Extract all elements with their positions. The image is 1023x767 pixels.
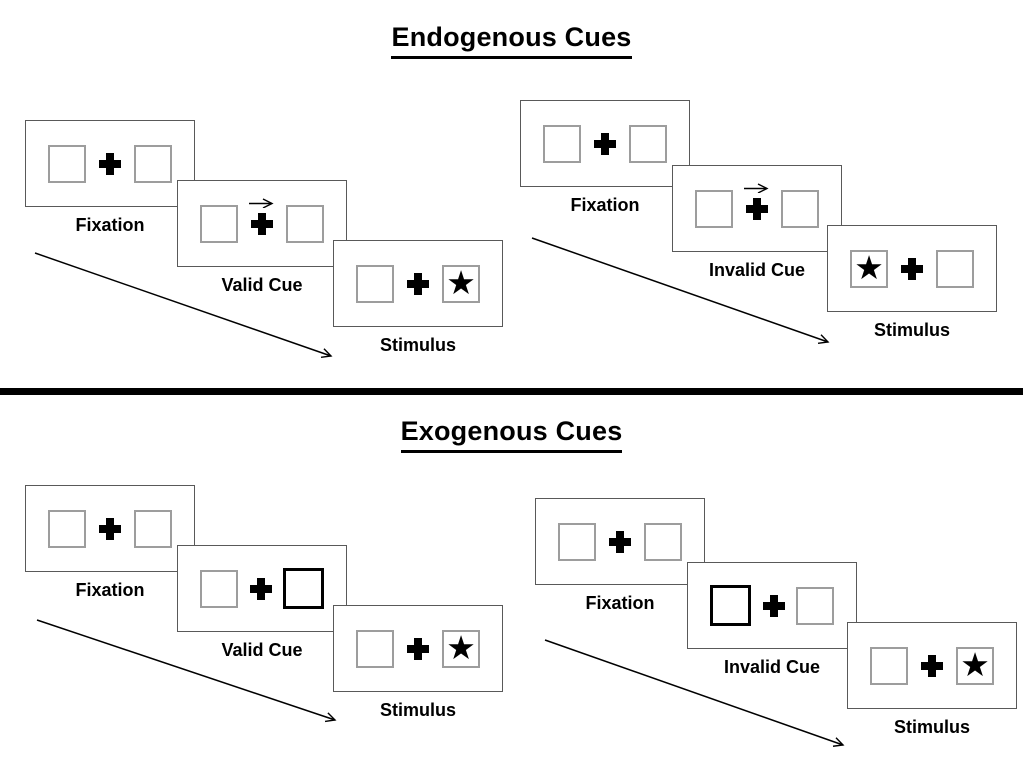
left-placeholder-square — [543, 124, 581, 163]
trial-step-valid-cue: Valid Cue — [177, 545, 347, 660]
fixation-panel — [25, 485, 195, 572]
center-area — [901, 257, 923, 280]
right-cue-highlight-square — [283, 568, 324, 609]
left-cue-highlight-square — [710, 585, 751, 626]
left-placeholder-square — [356, 264, 394, 303]
valid-cue-panel — [177, 545, 347, 632]
stimulus-panel: ★ — [333, 605, 503, 692]
step-label: Stimulus — [873, 320, 950, 340]
left-placeholder-square — [200, 569, 238, 608]
trial-step-fixation: Fixation — [520, 100, 690, 215]
right-placeholder-square — [936, 249, 974, 288]
valid-cue-panel — [177, 180, 347, 267]
left-placeholder-square — [695, 189, 733, 228]
time-arrow — [34, 252, 333, 358]
left-placeholder-square — [48, 144, 86, 183]
center-area — [407, 272, 429, 295]
trial-step-invalid-cue: Invalid Cue — [687, 562, 857, 677]
fixation-cross — [99, 517, 121, 540]
right-placeholder-square — [796, 586, 834, 625]
left-placeholder-square: ★ — [850, 248, 888, 288]
step-label: Fixation — [570, 195, 640, 215]
fixation-panel — [535, 498, 705, 585]
step-label: Stimulus — [893, 717, 970, 737]
fixation-cross — [921, 654, 943, 677]
fixation-cross — [249, 577, 272, 600]
star-stimulus-icon: ★ — [854, 248, 884, 287]
right-placeholder-square: ★ — [442, 263, 480, 303]
time-arrow — [36, 619, 337, 723]
center-area — [609, 530, 631, 553]
section-title-endogenous: Endogenous Cues — [0, 22, 1023, 59]
trial-step-stimulus: ★ Stimulus — [333, 240, 503, 355]
step-label: Invalid Cue — [723, 657, 821, 677]
right-placeholder-square — [134, 509, 172, 548]
right-placeholder-square — [629, 124, 667, 163]
fixation-cross — [746, 197, 768, 220]
right-placeholder-square — [644, 522, 682, 561]
right-placeholder-square — [134, 144, 172, 183]
step-label: Valid Cue — [221, 275, 303, 295]
time-arrow — [544, 639, 845, 747]
section-divider — [0, 388, 1023, 395]
step-label: Fixation — [75, 580, 145, 600]
trial-step-invalid-cue: Invalid Cue — [672, 165, 842, 280]
center-area — [249, 197, 274, 235]
step-label: Stimulus — [379, 335, 456, 355]
trial-step-stimulus: ★ Stimulus — [847, 622, 1017, 737]
right-placeholder-square: ★ — [442, 628, 480, 668]
star-stimulus-icon: ★ — [960, 645, 990, 684]
fixation-cross — [609, 530, 631, 553]
section-title-text: Exogenous Cues — [400, 416, 623, 453]
fixation-cross — [901, 257, 923, 280]
trial-step-stimulus: ★ Stimulus — [333, 605, 503, 720]
left-placeholder-square — [200, 204, 238, 243]
stimulus-panel: ★ — [847, 622, 1017, 709]
stimulus-panel: ★ — [333, 240, 503, 327]
step-label: Fixation — [75, 215, 145, 235]
cue-arrow-right-icon — [744, 182, 769, 193]
center-area — [249, 577, 272, 600]
center-area — [762, 594, 785, 617]
time-arrow — [531, 237, 830, 344]
invalid-cue-panel — [687, 562, 857, 649]
fixation-cross — [99, 152, 121, 175]
invalid-cue-panel — [672, 165, 842, 252]
star-stimulus-icon: ★ — [446, 628, 476, 667]
step-label: Stimulus — [379, 700, 456, 720]
trial-step-fixation: Fixation — [25, 485, 195, 600]
step-label: Invalid Cue — [708, 260, 806, 280]
step-label: Fixation — [585, 593, 655, 613]
left-placeholder-square — [870, 646, 908, 685]
left-placeholder-square — [356, 629, 394, 668]
section-title-text: Endogenous Cues — [391, 22, 632, 59]
fixation-cross — [251, 212, 273, 235]
right-placeholder-square — [286, 204, 324, 243]
right-placeholder-square: ★ — [956, 645, 994, 685]
trial-step-stimulus: ★ Stimulus — [827, 225, 997, 340]
fixation-panel — [520, 100, 690, 187]
center-area — [594, 132, 616, 155]
center-area — [744, 182, 769, 220]
left-placeholder-square — [558, 522, 596, 561]
center-area — [921, 654, 943, 677]
fixation-cross — [594, 132, 616, 155]
trial-step-valid-cue: Valid Cue — [177, 180, 347, 295]
step-label: Valid Cue — [221, 640, 303, 660]
star-stimulus-icon: ★ — [446, 263, 476, 302]
right-placeholder-square — [781, 189, 819, 228]
fixation-cross — [407, 637, 429, 660]
center-area — [99, 152, 121, 175]
section-title-exogenous: Exogenous Cues — [0, 416, 1023, 453]
stimulus-panel: ★ — [827, 225, 997, 312]
center-area — [99, 517, 121, 540]
trial-step-fixation: Fixation — [535, 498, 705, 613]
cue-arrow-right-icon — [249, 197, 274, 208]
fixation-cross — [762, 594, 785, 617]
trial-step-fixation: Fixation — [25, 120, 195, 235]
fixation-cross — [407, 272, 429, 295]
left-placeholder-square — [48, 509, 86, 548]
fixation-panel — [25, 120, 195, 207]
center-area — [407, 637, 429, 660]
